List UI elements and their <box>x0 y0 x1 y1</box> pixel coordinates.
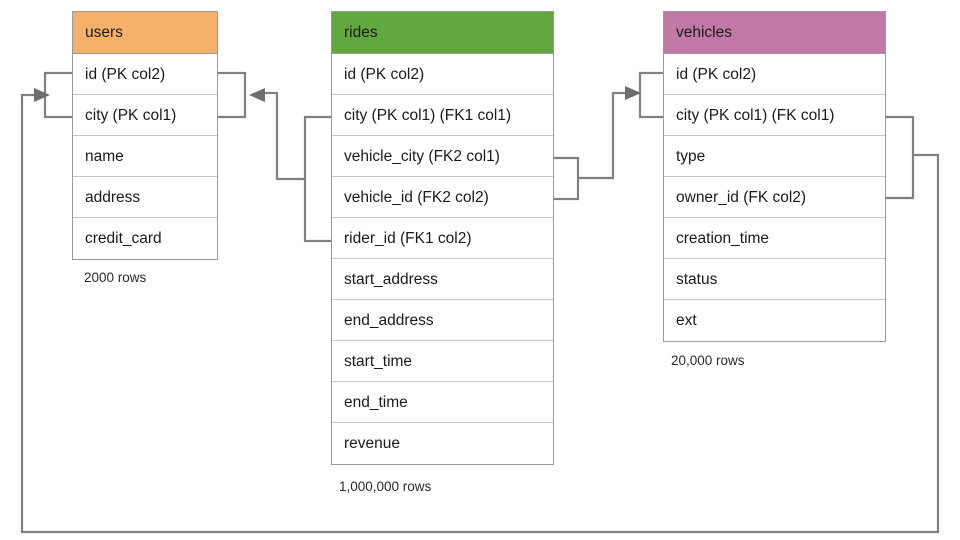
edge-vehicles-left-bracket <box>638 71 663 119</box>
table-rides-title: rides <box>344 24 378 41</box>
table-users-column-id[interactable]: id (PK col2) <box>73 54 217 95</box>
table-vehicles-column-city[interactable]: city (PK col1) (FK col1) <box>664 95 885 136</box>
edge-users-left-bracket <box>43 71 72 119</box>
table-users[interactable]: users id (PK col2) city (PK col1) name a… <box>72 11 218 260</box>
table-users-column-address[interactable]: address <box>73 177 217 218</box>
table-users-row-count: 2000 rows <box>84 270 147 285</box>
table-rides-column-start-address[interactable]: start_address <box>332 259 553 300</box>
table-vehicles-header: vehicles <box>664 12 885 54</box>
table-users-title: users <box>85 24 123 41</box>
table-vehicles-column-creation-time[interactable]: creation_time <box>664 218 885 259</box>
table-rides-column-rider-id[interactable]: rider_id (FK1 col2) <box>332 218 553 259</box>
table-rides-column-vehicle-city[interactable]: vehicle_city (FK2 col1) <box>332 136 553 177</box>
table-vehicles-column-id[interactable]: id (PK col2) <box>664 54 885 95</box>
table-vehicles[interactable]: vehicles id (PK col2) city (PK col1) (FK… <box>663 11 886 342</box>
edge-vehicles-right-bracket <box>886 115 915 200</box>
table-rides-row-count: 1,000,000 rows <box>339 479 432 494</box>
edge-rides-fk1-to-users <box>303 115 331 243</box>
table-vehicles-column-type[interactable]: type <box>664 136 885 177</box>
table-rides-column-revenue[interactable]: revenue <box>332 423 553 464</box>
table-rides-column-end-time[interactable]: end_time <box>332 382 553 423</box>
table-rides-column-vehicle-id[interactable]: vehicle_id (FK2 col2) <box>332 177 553 218</box>
table-rides-column-id[interactable]: id (PK col2) <box>332 54 553 95</box>
table-vehicles-row-count: 20,000 rows <box>671 353 745 368</box>
arrowhead-rides-fk1-to-users <box>249 88 265 102</box>
table-vehicles-column-status[interactable]: status <box>664 259 885 300</box>
table-vehicles-title: vehicles <box>676 24 732 41</box>
edge-rides-fk2-to-vehicles-run <box>578 91 632 180</box>
table-rides-header: rides <box>332 12 553 54</box>
arrowhead-vehicles-fk-to-users <box>34 88 50 102</box>
table-users-header: users <box>73 12 217 54</box>
table-users-column-city[interactable]: city (PK col1) <box>73 95 217 136</box>
table-rides-column-start-time[interactable]: start_time <box>332 341 553 382</box>
edge-rides-fk2-to-vehicles <box>554 156 580 201</box>
table-vehicles-column-owner-id[interactable]: owner_id (FK col2) <box>664 177 885 218</box>
table-rides-column-city[interactable]: city (PK col1) (FK1 col1) <box>332 95 553 136</box>
table-rides-column-end-address[interactable]: end_address <box>332 300 553 341</box>
table-rides[interactable]: rides id (PK col2) city (PK col1) (FK1 c… <box>331 11 554 465</box>
arrowhead-rides-fk2-to-vehicles <box>625 86 641 100</box>
edge-users-right-bracket <box>218 71 247 119</box>
edge-rides-fk1-to-users-run <box>256 91 305 181</box>
table-users-column-credit-card[interactable]: credit_card <box>73 218 217 259</box>
table-vehicles-column-ext[interactable]: ext <box>664 300 885 341</box>
table-users-column-name[interactable]: name <box>73 136 217 177</box>
